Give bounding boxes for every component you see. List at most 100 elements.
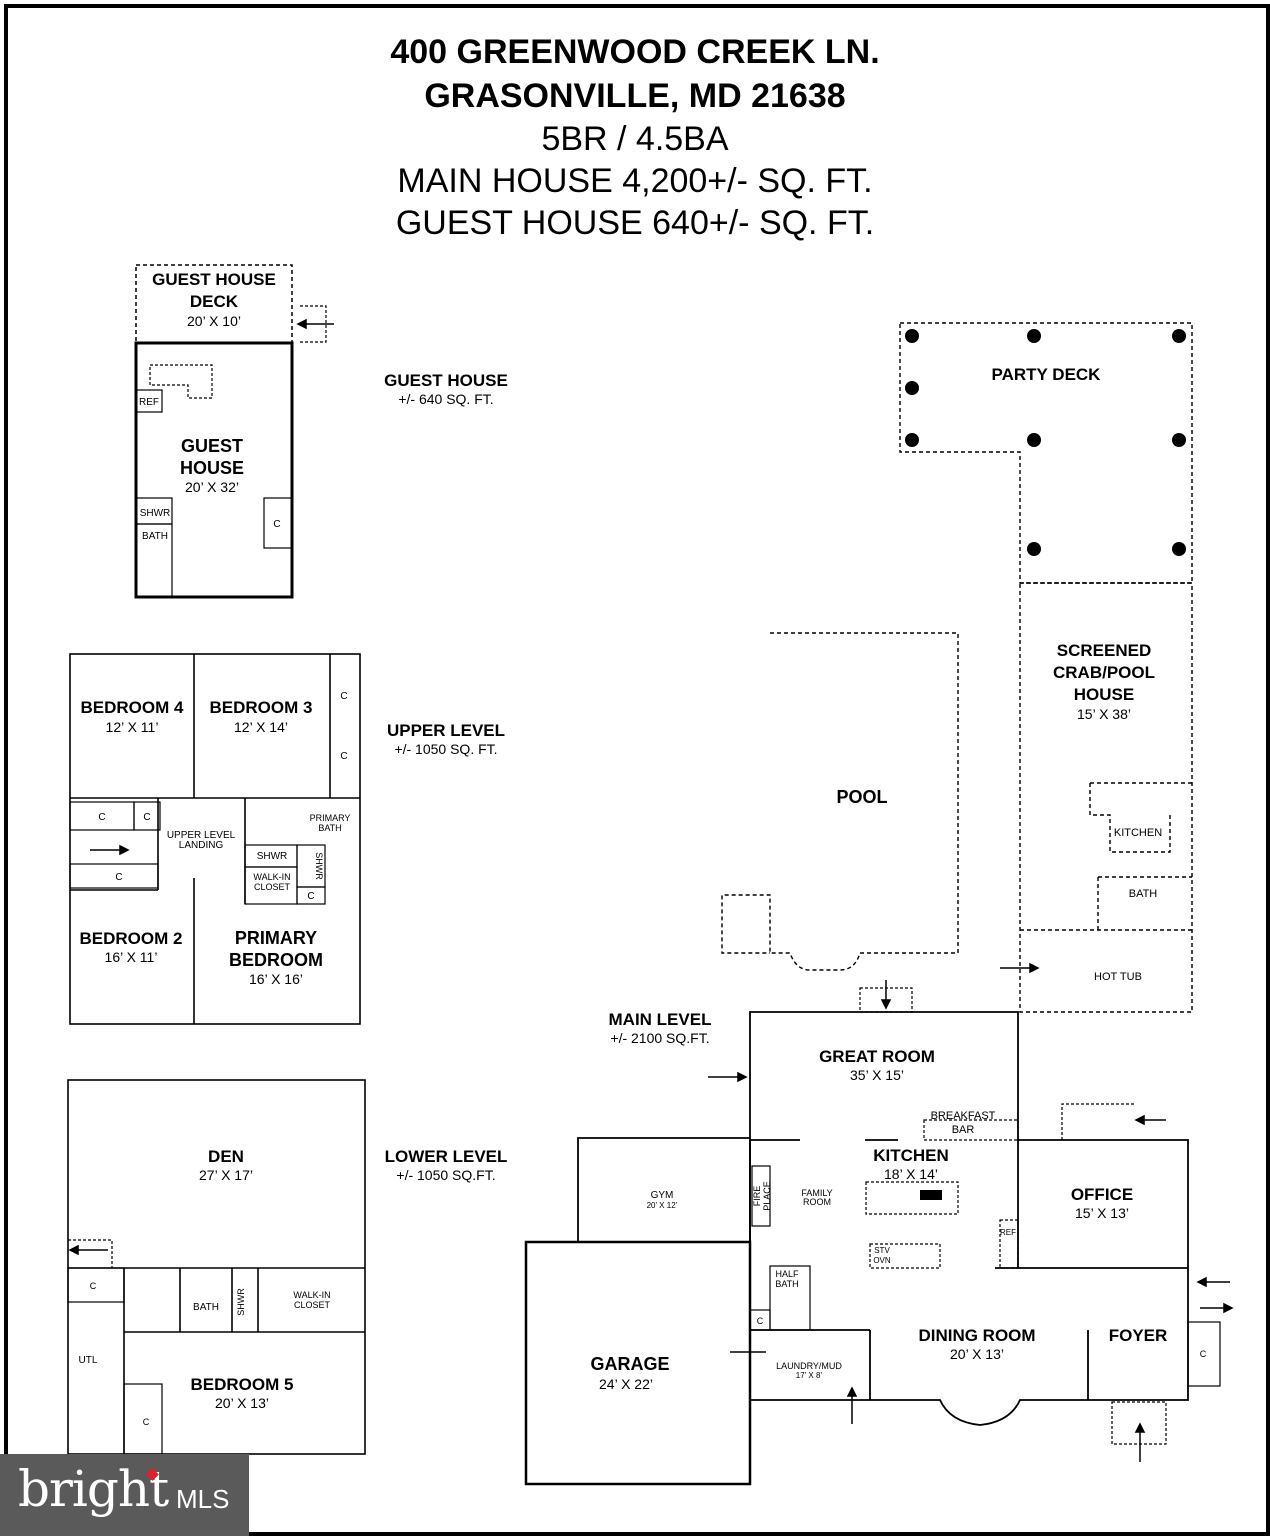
guest-house-room-label-2: HOUSE xyxy=(180,458,244,478)
lower-shwr-label: SHWR xyxy=(236,1288,246,1316)
upper-level-area: +/- 1050 SQ. FT. xyxy=(394,741,497,757)
breakfast-bar-label-2: BAR xyxy=(952,1124,975,1136)
main-house-area: MAIN HOUSE 4,200+/- SQ. FT. xyxy=(397,162,873,200)
outdoor-structures xyxy=(721,322,1193,1013)
den-label: DEN xyxy=(208,1147,244,1166)
lower-bath-label: BATH xyxy=(193,1302,219,1313)
family-room-label-2: ROOM xyxy=(803,1197,831,1207)
garage-dim: 24’ X 22’ xyxy=(599,1376,653,1392)
bedroom4-dim: 12’ X 11’ xyxy=(106,719,159,735)
main-ref-label: REF xyxy=(1000,1228,1016,1237)
crab-house-label-2: CRAB/POOL xyxy=(1053,663,1155,682)
kitchen-label: KITCHEN xyxy=(873,1146,949,1165)
page-border xyxy=(4,4,1270,1536)
crab-kitchen-label: KITCHEN xyxy=(1114,827,1162,839)
great-room-dim: 35’ X 15’ xyxy=(850,1067,904,1083)
listing-header: 400 GREENWOOD CREEK LN. GRASONVILLE, MD … xyxy=(0,30,1270,244)
guest-house-area: GUEST HOUSE 640+/- SQ. FT. xyxy=(395,204,875,242)
foyer-closet-label: C xyxy=(1200,1349,1207,1359)
logo-suffix: MLS xyxy=(176,1484,230,1514)
crab-house-label: SCREENED xyxy=(1057,641,1151,660)
lower-walkin-label-2: CLOSET xyxy=(294,1300,331,1310)
primary-bedroom-label-2: BEDROOM xyxy=(229,950,323,970)
gym-dim: 20’ X 12’ xyxy=(647,1201,678,1210)
upper-closet-2: C xyxy=(340,751,347,762)
oven-label: OVN xyxy=(873,1256,891,1265)
utility-label: UTL xyxy=(79,1355,98,1366)
guest-level-name: GUEST HOUSE xyxy=(384,371,508,390)
walkin-closet-label-2: CLOSET xyxy=(254,882,291,892)
upper-level-plan xyxy=(69,653,361,1025)
upper-closet-1: C xyxy=(340,691,347,702)
bedroom3-label: BEDROOM 3 xyxy=(210,698,313,717)
crab-house-label-3: HOUSE xyxy=(1074,685,1134,704)
guest-deck-label-2: DECK xyxy=(190,292,239,311)
lower-level-area: +/- 1050 SQ.FT. xyxy=(396,1167,495,1183)
address-line: 400 GREENWOOD CREEK LN. xyxy=(390,33,880,71)
office-label: OFFICE xyxy=(1071,1185,1133,1204)
brand-logo: bright MLS xyxy=(0,1454,249,1536)
laundry-dim: 17’ X 8’ xyxy=(796,1371,823,1380)
entry-arrows xyxy=(68,318,1234,1462)
upper-closet-4: C xyxy=(143,812,150,823)
lower-closet-label: C xyxy=(90,1281,97,1291)
guest-ref-label: REF xyxy=(139,397,159,408)
foyer-label: FOYER xyxy=(1109,1326,1168,1345)
guest-bath-label: BATH xyxy=(142,531,168,542)
pool-label: POOL xyxy=(836,787,887,807)
den-dim: 27’ X 17’ xyxy=(199,1167,253,1183)
upper-closet-6: C xyxy=(307,891,314,902)
main-level-area: +/- 2100 SQ.FT. xyxy=(610,1030,709,1046)
office-dim: 15’ X 13’ xyxy=(1075,1205,1129,1221)
main-closet-label: C xyxy=(757,1316,764,1326)
lower-walkin-label: WALK-IN xyxy=(293,1290,330,1300)
upper-closet-3: C xyxy=(98,812,105,823)
laundry-label: LAUNDRY/MUD xyxy=(776,1361,842,1371)
crab-house-dim: 15’ X 38’ xyxy=(1077,706,1131,722)
lower-level-name: LOWER LEVEL xyxy=(385,1147,508,1166)
upper-landing-label-2: LANDING xyxy=(179,840,224,851)
walkin-closet-label: WALK-IN xyxy=(253,872,290,882)
upper-shwr-label-2: SHWR xyxy=(314,852,324,880)
upper-landing-label: UPPER LEVEL xyxy=(167,830,236,841)
half-bath-label: HALF xyxy=(775,1269,799,1279)
half-bath-label-2: BATH xyxy=(775,1279,798,1289)
upper-level-name: UPPER LEVEL xyxy=(387,721,505,740)
bedroom3-dim: 12’ X 14’ xyxy=(234,719,288,735)
bedroom2-label: BEDROOM 2 xyxy=(80,929,183,948)
guest-closet-label: C xyxy=(273,519,280,530)
guest-house-plan xyxy=(134,264,327,599)
upper-shwr-label: SHWR xyxy=(257,851,288,862)
guest-deck-dim: 20’ X 10’ xyxy=(187,313,241,329)
primary-bath-label-2: BATH xyxy=(318,823,341,833)
bedroom5-dim: 20’ X 13’ xyxy=(215,1395,269,1411)
breakfast-bar-label: BREAKFAST xyxy=(931,1110,996,1122)
upper-closet-5: C xyxy=(115,872,122,883)
guest-house-room-dim: 20’ X 32’ xyxy=(185,479,239,495)
stove-label: STV xyxy=(874,1246,890,1255)
bed-bath-line: 5BR / 4.5BA xyxy=(541,120,729,158)
bedroom4-label: BEDROOM 4 xyxy=(81,698,185,717)
crab-bath-label: BATH xyxy=(1129,888,1158,900)
fireplace-label: FIRE xyxy=(752,1186,762,1207)
city-line: GRASONVILLE, MD 21638 xyxy=(424,77,846,115)
guest-house-room-label: GUEST xyxy=(181,436,243,456)
guest-level-area: +/- 640 SQ. FT. xyxy=(398,391,493,407)
bedroom2-dim: 16’ X 11’ xyxy=(105,949,158,965)
gym-label: GYM xyxy=(651,1190,674,1201)
main-level-name: MAIN LEVEL xyxy=(609,1010,712,1029)
primary-bedroom-dim: 16’ X 16’ xyxy=(249,971,303,987)
great-room-label: GREAT ROOM xyxy=(819,1047,935,1066)
deck-posts xyxy=(905,329,1186,1200)
party-deck-label: PARTY DECK xyxy=(992,365,1102,384)
garage-label: GARAGE xyxy=(590,1354,669,1374)
main-level-plan xyxy=(524,1011,1221,1486)
guest-deck-label: GUEST HOUSE xyxy=(152,270,276,289)
primary-bedroom-label: PRIMARY xyxy=(235,928,317,948)
dining-room-dim: 20’ X 13’ xyxy=(950,1346,1004,1362)
family-room-label: FAMILY xyxy=(801,1188,832,1198)
primary-bath-label: PRIMARY xyxy=(310,813,351,823)
kitchen-dim: 18’ X 14’ xyxy=(884,1166,938,1182)
hot-tub-label: HOT TUB xyxy=(1094,971,1142,983)
